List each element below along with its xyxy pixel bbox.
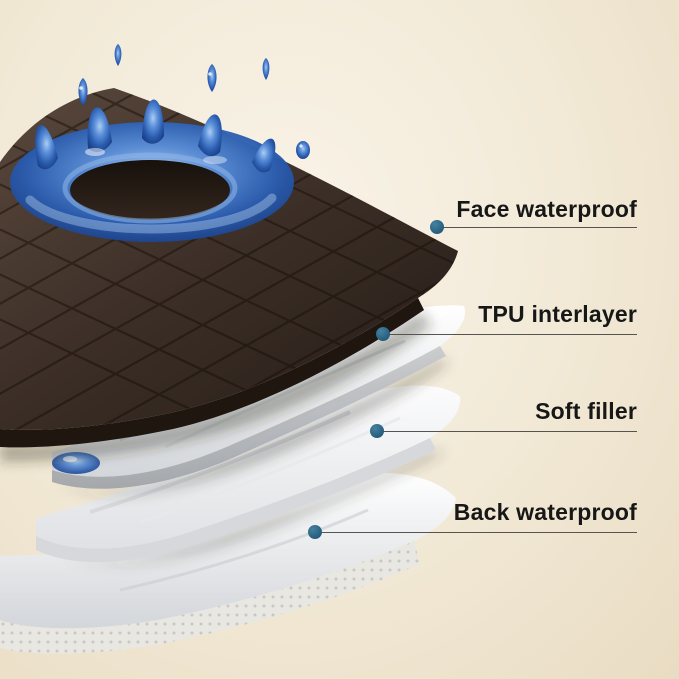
callout-dot: [376, 327, 390, 341]
layer-label-back-waterproof: Back waterproof: [453, 499, 637, 525]
layer-label-tpu-interlayer: TPU interlayer: [478, 301, 637, 327]
water-splash: [10, 44, 310, 242]
callout-line: [308, 525, 637, 539]
callout-line: [376, 327, 637, 341]
layer-label-face-waterproof: Face waterproof: [456, 196, 637, 222]
layer-label-soft-filler: Soft filler: [535, 398, 637, 424]
layer-shadow: [0, 312, 432, 462]
callout-line: [370, 424, 637, 438]
callout-dot: [370, 424, 384, 438]
callout-dot: [308, 525, 322, 539]
callout-line: [430, 220, 637, 234]
callout-dot: [430, 220, 444, 234]
back-waterproof-layer: [0, 472, 456, 654]
splash-droplets: [78, 44, 310, 159]
